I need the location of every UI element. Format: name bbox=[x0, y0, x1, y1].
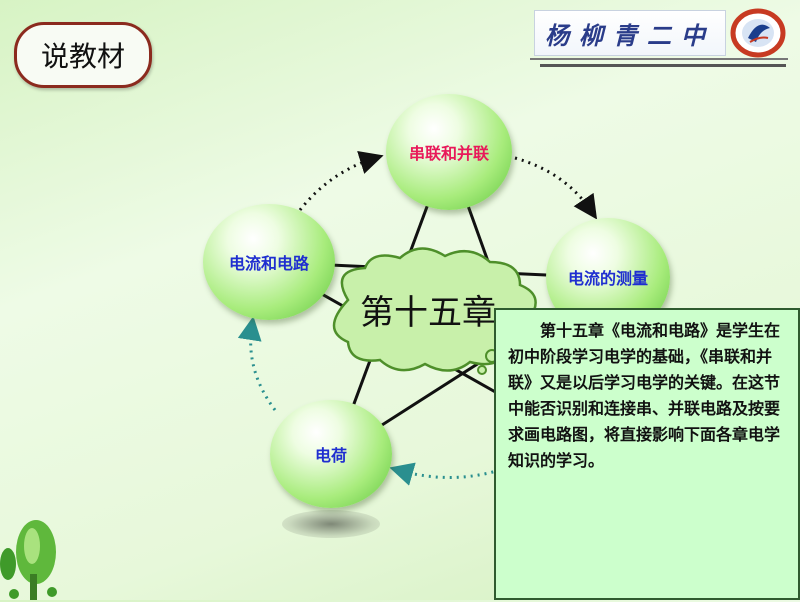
flow-arrow-right-to-bottom bbox=[389, 462, 501, 486]
node-series-parallel-label: 串联和并联 bbox=[408, 144, 489, 163]
header-divider-thick bbox=[540, 64, 786, 67]
flow-arrow-bottom-to-left bbox=[237, 316, 277, 411]
flow-arrow-top-to-right bbox=[514, 156, 598, 220]
center-label: 第十五章 bbox=[360, 293, 496, 333]
node-series-parallel: 串联和并联 bbox=[386, 94, 512, 210]
node-shadow bbox=[282, 510, 380, 538]
school-emblem-icon bbox=[730, 8, 786, 58]
node-charge: 电荷 bbox=[270, 400, 392, 508]
description-text: 第十五章《电流和电路》是学生在初中阶段学习电学的基础，《串联和并联》又是以后学习… bbox=[508, 321, 781, 470]
school-logo: 杨柳青二中 bbox=[534, 10, 726, 56]
section-badge: 说教材 bbox=[14, 22, 152, 88]
node-current-measurement-label: 电流的测量 bbox=[567, 269, 648, 288]
node-current-circuit-label: 电流和电路 bbox=[228, 254, 309, 273]
node-current-circuit: 电流和电路 bbox=[203, 204, 335, 320]
node-charge-label: 电荷 bbox=[314, 446, 347, 465]
section-label: 说教材 bbox=[40, 40, 125, 73]
description-panel: 第十五章《电流和电路》是学生在初中阶段学习电学的基础，《串联和并联》又是以后学习… bbox=[494, 308, 800, 600]
flow-arrow-left-to-top bbox=[298, 151, 384, 211]
tree-decoration-icon bbox=[0, 520, 57, 600]
header-divider bbox=[530, 58, 788, 60]
